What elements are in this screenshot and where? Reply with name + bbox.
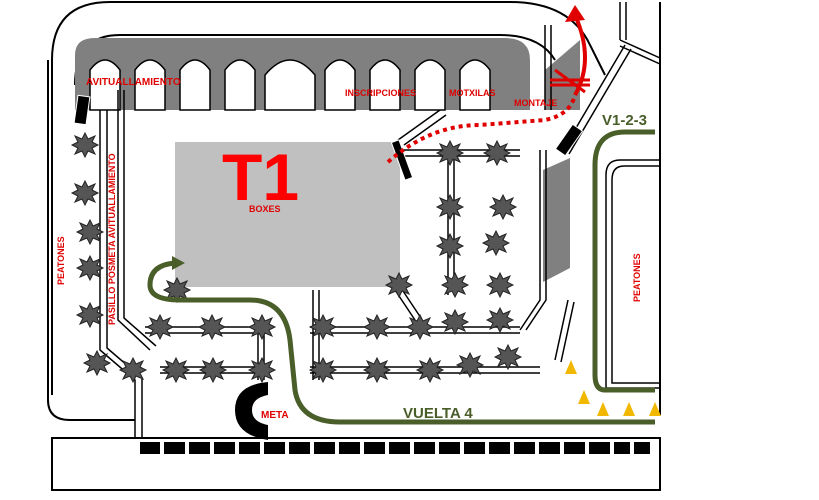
label-peatones-right: PEATONES [632, 253, 642, 302]
grandstand-barrier [140, 442, 650, 454]
label-motxilas: MOTXILAS [449, 88, 496, 98]
label-laps-1-3: V1-2-3 [602, 112, 647, 129]
zone-title: T1 [222, 140, 299, 214]
label-montaje: MONTAJE [514, 98, 557, 108]
laps-1-3-route [592, 129, 655, 393]
label-lap-4: VUELTA 4 [403, 405, 473, 422]
label-inscripciones: INSCRIPCIONES [345, 88, 416, 98]
venue-outline [51, 1, 661, 415]
finish-arch [235, 382, 268, 440]
gates [73, 94, 584, 181]
zone-subtitle: BOXES [249, 204, 281, 214]
transition-route [386, 94, 577, 164]
label-peatones-left: PEATONES [56, 236, 66, 285]
label-avituallamiento: AVITUALLAMIENTO [86, 77, 181, 88]
side-structure [543, 158, 570, 282]
lap-4-route [147, 260, 655, 425]
label-meta: META [261, 410, 289, 421]
boxes-area [175, 142, 400, 287]
arcade-arches [89, 59, 491, 111]
label-pasillo: PASILLO POSMETA AVITUALLAMIENTO [107, 153, 117, 325]
right-pedestrian-zone [605, 159, 660, 389]
